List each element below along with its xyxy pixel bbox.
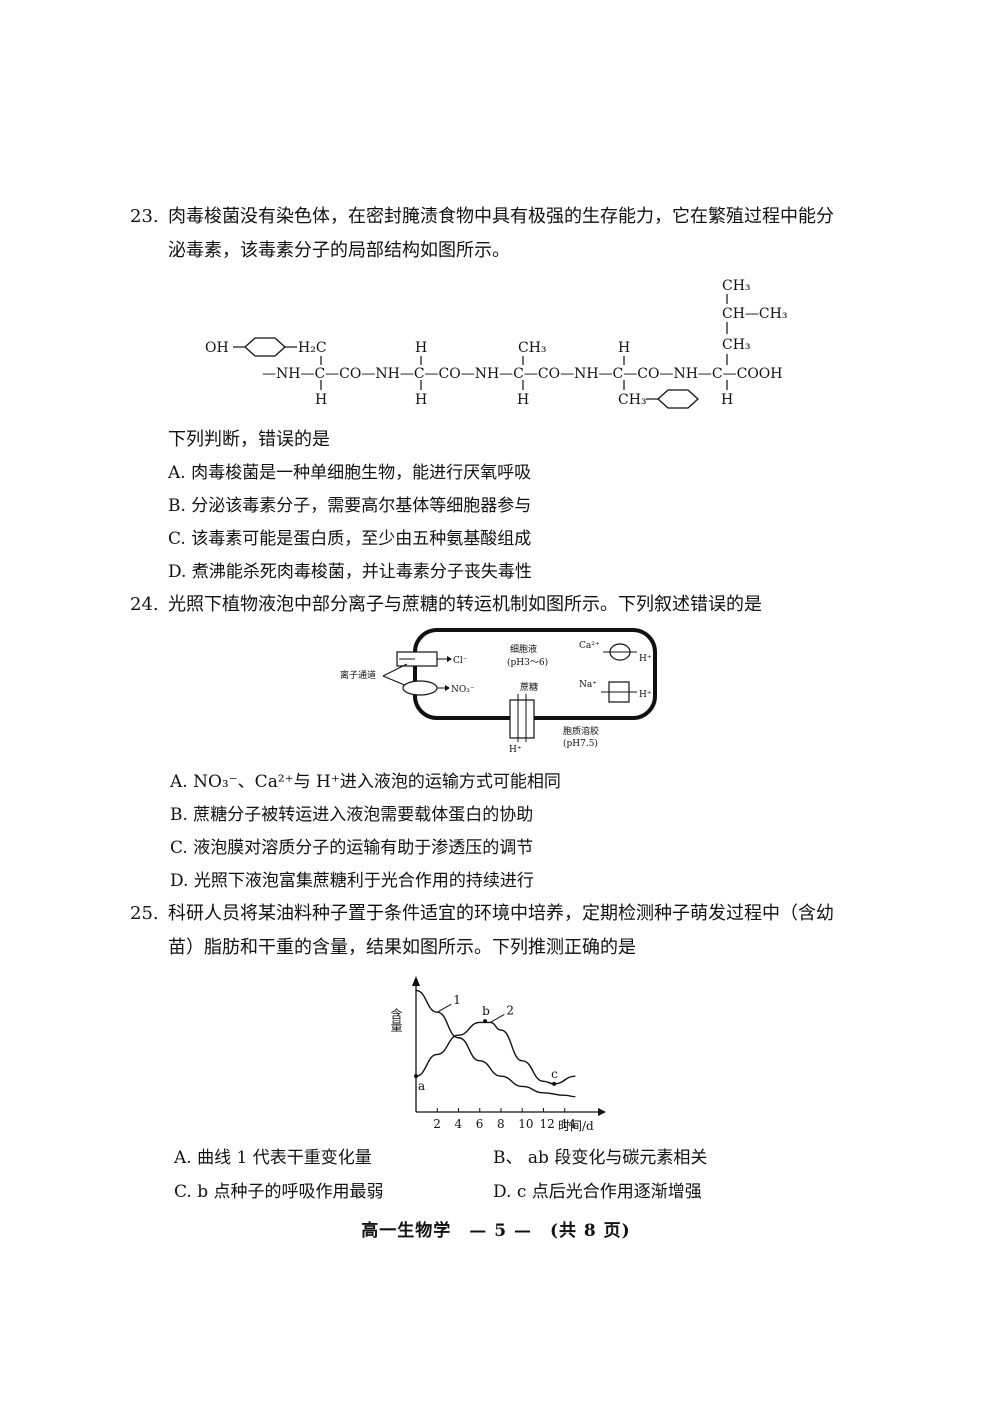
ph-outside-label: (pH7.5) bbox=[563, 738, 598, 749]
ca-label: Ca²⁺ bbox=[579, 641, 600, 651]
h-label: H bbox=[517, 392, 529, 408]
series-line-2 bbox=[415, 1021, 576, 1085]
h-label: H bbox=[315, 392, 327, 408]
toxin-structure-figure: OH H₂C —NH—C—CO—NH—C—CO—NH—C—CO—NH—C—CO—… bbox=[205, 278, 787, 409]
page-footer: 高一生物学 — 5 — (共 8 页) bbox=[361, 1221, 631, 1241]
series-leader-line bbox=[490, 1013, 505, 1023]
ch3-label: CH₃ bbox=[618, 392, 647, 408]
no3-label: NO₃⁻ bbox=[451, 685, 475, 695]
ch3-label: CH₃ bbox=[518, 340, 547, 356]
series-line-1 bbox=[415, 989, 576, 1098]
ion-channel-label: 离子通道 bbox=[340, 669, 376, 681]
x-tick-label: 6 bbox=[476, 1117, 484, 1131]
option-d: D. c 点后光合作用逐渐增强 bbox=[493, 1182, 702, 1202]
point-label: c bbox=[551, 1067, 558, 1081]
option-c: C. 液泡膜对溶质分子的运输有助于渗透压的调节 bbox=[170, 838, 534, 858]
question-prompt: 下列判断，错误的是 bbox=[168, 429, 330, 450]
option-d: D. 煮沸能杀死肉毒梭菌，并让毒素分子丧失毒性 bbox=[168, 562, 532, 582]
x-tick-label: 8 bbox=[497, 1117, 505, 1131]
nitrate-channel bbox=[402, 680, 438, 696]
option-c: C. 该毒素可能是蛋白质，至少由五种氨基酸组成 bbox=[168, 529, 532, 549]
na-label: Na⁺ bbox=[579, 680, 597, 690]
h-label: H bbox=[721, 392, 733, 408]
series-leader-line bbox=[437, 1003, 452, 1013]
sucrose-transporter bbox=[509, 699, 535, 739]
ch3-label: CH₃ bbox=[722, 337, 751, 353]
x-axis-label: 时间/d bbox=[558, 1119, 594, 1133]
x-tick-label: 2 bbox=[433, 1117, 441, 1131]
oh-label: OH bbox=[205, 340, 229, 356]
question-number: 23. bbox=[130, 206, 159, 227]
point-label: a bbox=[418, 1079, 425, 1093]
question-stem: 光照下植物液泡中部分离子与蔗糖的转运机制如图所示。下列叙述错误的是 bbox=[168, 594, 762, 615]
sucrose-label: 蔗糖 bbox=[520, 681, 538, 693]
x-tick-label: 14 bbox=[561, 1117, 577, 1131]
point-marker bbox=[483, 1019, 488, 1024]
option-a: A. 肉毒梭菌是一种单细胞生物，能进行厌氧呼吸 bbox=[168, 463, 532, 483]
h-label: H bbox=[415, 340, 427, 356]
h-label: H bbox=[415, 392, 427, 408]
question-23: 23. 肉毒梭菌没有染色体，在密封腌渍食物中具有极强的生存能力，它在繁殖过程中能… bbox=[130, 200, 850, 268]
h-label: H⁺ bbox=[639, 690, 652, 700]
ch-ch3-label: CH—CH₃ bbox=[722, 306, 787, 322]
option-b: B. 分泌该毒素分子，需要高尔基体等细胞器参与 bbox=[168, 496, 532, 516]
option-d: D. 光照下液泡富集蔗糖利于光合作用的持续进行 bbox=[170, 871, 534, 891]
question-24: 24. 光照下植物液泡中部分离子与蔗糖的转运机制如图所示。下列叙述错误的是 bbox=[130, 588, 850, 622]
question-number: 25. bbox=[130, 903, 159, 924]
h-label: H bbox=[618, 340, 630, 356]
x-tick-label: 10 bbox=[518, 1117, 533, 1131]
point-label: b bbox=[482, 1004, 490, 1018]
ph-inside-label: (pH3～6) bbox=[507, 657, 548, 668]
benzene-ring-2 bbox=[657, 389, 699, 409]
ch3-label: CH₃ bbox=[722, 278, 751, 294]
question-25: 25. 科研人员将某油料种子置于条件适宜的环境中培养，定期检测种子萌发过程中（含… bbox=[130, 897, 850, 965]
series-label: 2 bbox=[506, 1003, 514, 1017]
option-b: B. 蔗糖分子被转运进入液泡需要载体蛋白的协助 bbox=[170, 805, 534, 825]
cell-sap-label: 细胞液 bbox=[510, 643, 537, 655]
h-label: H⁺ bbox=[639, 654, 652, 664]
peptide-chain: —NH—C—CO—NH—C—CO—NH—C—CO—NH—C—CO—NH—C—CO… bbox=[262, 366, 783, 382]
option-a: A. NO₃⁻、Ca²⁺与 H⁺进入液泡的运输方式可能相同 bbox=[170, 772, 561, 792]
question-stem: 科研人员将某油料种子置于条件适宜的环境中培养，定期检测种子萌发过程中（含幼苗）脂… bbox=[168, 903, 834, 958]
cl-label: Cl⁻ bbox=[453, 656, 468, 666]
cytosol-label: 胞质溶胶 bbox=[563, 725, 599, 737]
vacuole-membrane bbox=[413, 628, 657, 720]
question-number: 24. bbox=[130, 594, 159, 615]
series-label: 1 bbox=[453, 993, 461, 1007]
vacuole-transport-figure: 细胞液 (pH3～6) Cl⁻ 离子通道 NO₃⁻ 蔗糖 H⁺ Ca²⁺ H⁺ … bbox=[340, 628, 657, 755]
benzene-ring-1 bbox=[244, 337, 286, 357]
option-c: C. b 点种子的呼吸作用最弱 bbox=[174, 1182, 384, 1202]
option-b: B、 ab 段变化与碳元素相关 bbox=[493, 1148, 708, 1168]
question-stem: 肉毒梭菌没有染色体，在密封腌渍食物中具有极强的生存能力，它在繁殖过程中能分泌毒素… bbox=[168, 206, 834, 261]
y-axis-label: 含量 bbox=[389, 1007, 403, 1032]
point-marker bbox=[414, 1074, 418, 1079]
x-tick-label: 12 bbox=[540, 1117, 555, 1131]
x-tick-label: 4 bbox=[455, 1117, 463, 1131]
option-a: A. 曲线 1 代表干重变化量 bbox=[174, 1148, 372, 1168]
h2c-label: H₂C bbox=[298, 340, 327, 356]
h-label: H⁺ bbox=[509, 745, 522, 755]
point-marker bbox=[552, 1081, 557, 1086]
